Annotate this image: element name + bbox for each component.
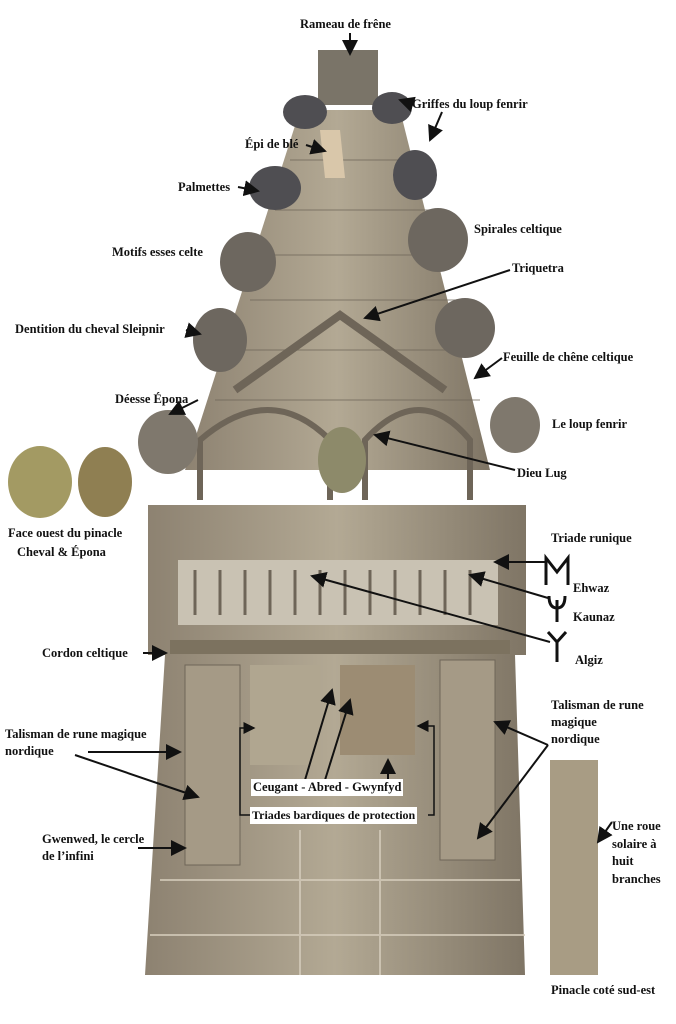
label-cordon: Cordon celtique (42, 646, 128, 660)
rune-icons (544, 553, 570, 662)
label-cheval-epona: Cheval & Épona (17, 545, 106, 559)
label-dentition: Dentition du cheval Sleipnir (15, 322, 165, 336)
label-spirales: Spirales celtique (474, 222, 562, 236)
inset-southeast-photo (550, 760, 598, 975)
label-triquetra: Triquetra (512, 261, 564, 275)
label-feuille: Feuille de chêne celtique (503, 350, 634, 364)
label-epona: Déesse Épona (115, 392, 189, 406)
label-talisman-right-1: Talisman de rune (551, 698, 644, 712)
label-epi: Épi de blé (245, 137, 299, 151)
label-face-ouest: Face ouest du pinacle (8, 526, 123, 540)
label-ehwaz: Ehwaz (573, 581, 610, 595)
label-lug: Dieu Lug (517, 466, 567, 480)
spire (185, 50, 490, 500)
label-roue-3: huit (612, 854, 634, 868)
label-talisman-right-3: nordique (551, 732, 600, 746)
bracket-arrows (239, 720, 435, 816)
label-talisman-right-2: magique (551, 715, 597, 729)
label-palmettes: Palmettes (178, 180, 231, 194)
label-loup: Le loup fenrir (552, 417, 627, 431)
label-gwenwed-1: Gwenwed, le cercle (42, 832, 145, 846)
label-algiz: Algiz (575, 653, 603, 667)
label-triade-runique: Triade runique (551, 531, 632, 545)
runic-frieze-block (148, 505, 526, 655)
label-roue-1: Une roue (612, 819, 661, 833)
label-esses: Motifs esses celte (112, 245, 203, 259)
label-talisman-left-1: Talisman de rune magique (5, 727, 147, 741)
label-griffes: Griffes du loup fenrir (412, 97, 528, 111)
label-gwenwed-2: de l’infini (42, 849, 94, 863)
label-rameau: Rameau de frêne (300, 17, 391, 31)
annotation-arrows (74, 33, 613, 856)
label-kaunaz: Kaunaz (573, 610, 615, 624)
label-ceugant: Ceugant - Abred - Gwynfyd (251, 779, 404, 796)
inset-west-face-heads (8, 446, 132, 518)
ehwaz-rune-icon (544, 553, 570, 585)
algiz-rune-icon (546, 630, 568, 662)
label-pinacle-se: Pinacle coté sud-est (551, 983, 656, 997)
label-roue-4: branches (612, 872, 661, 886)
label-talisman-left-2: nordique (5, 744, 54, 758)
kaunaz-rune-icon (547, 595, 567, 622)
label-roue-2: solaire à (612, 837, 657, 851)
label-triades: Triades bardiques de protection (250, 807, 418, 824)
